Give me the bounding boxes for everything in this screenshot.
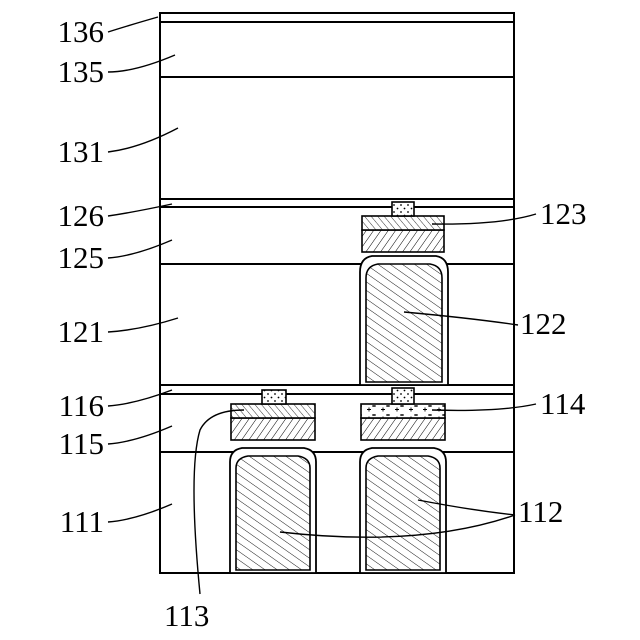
layer-126 bbox=[160, 199, 514, 207]
label-122: 122 bbox=[520, 306, 567, 341]
label-116: 116 bbox=[59, 388, 104, 423]
layer-131 bbox=[160, 77, 514, 199]
label-126: 126 bbox=[58, 198, 105, 233]
layer-111 bbox=[160, 452, 514, 573]
label-131: 131 bbox=[58, 134, 105, 169]
layer-116 bbox=[160, 385, 514, 394]
via-112-left-metal bbox=[236, 456, 310, 570]
label-112: 112 bbox=[518, 494, 563, 529]
via-122-metal bbox=[366, 264, 442, 382]
label-121: 121 bbox=[58, 314, 105, 349]
contact-113 bbox=[262, 390, 286, 404]
via-122-plug bbox=[362, 230, 444, 252]
via-112-right-metal bbox=[366, 456, 440, 570]
layer-121 bbox=[160, 264, 514, 385]
contact-114 bbox=[392, 388, 414, 404]
label-123: 123 bbox=[540, 196, 587, 231]
leader-lines bbox=[108, 17, 536, 594]
via-113-cap bbox=[231, 404, 315, 418]
layer-135 bbox=[160, 22, 514, 77]
via-left-plug bbox=[231, 418, 315, 440]
label-111: 111 bbox=[60, 504, 104, 539]
label-114: 114 bbox=[540, 386, 586, 421]
via-123-cap bbox=[362, 216, 444, 230]
label-135: 135 bbox=[58, 54, 105, 89]
lower-via-left bbox=[230, 390, 316, 573]
label-113: 113 bbox=[164, 598, 209, 633]
contact-126 bbox=[392, 202, 414, 216]
layer-125 bbox=[160, 207, 514, 264]
label-115: 115 bbox=[59, 426, 104, 461]
upper-via-structure bbox=[360, 202, 448, 385]
via-right-plug bbox=[361, 418, 445, 440]
lower-via-right bbox=[360, 388, 446, 573]
layer-115 bbox=[160, 394, 514, 452]
label-125: 125 bbox=[58, 240, 105, 275]
layer-136 bbox=[160, 13, 514, 22]
via-114-cap bbox=[361, 404, 445, 418]
label-136: 136 bbox=[58, 14, 105, 49]
layer-stack bbox=[160, 13, 514, 573]
